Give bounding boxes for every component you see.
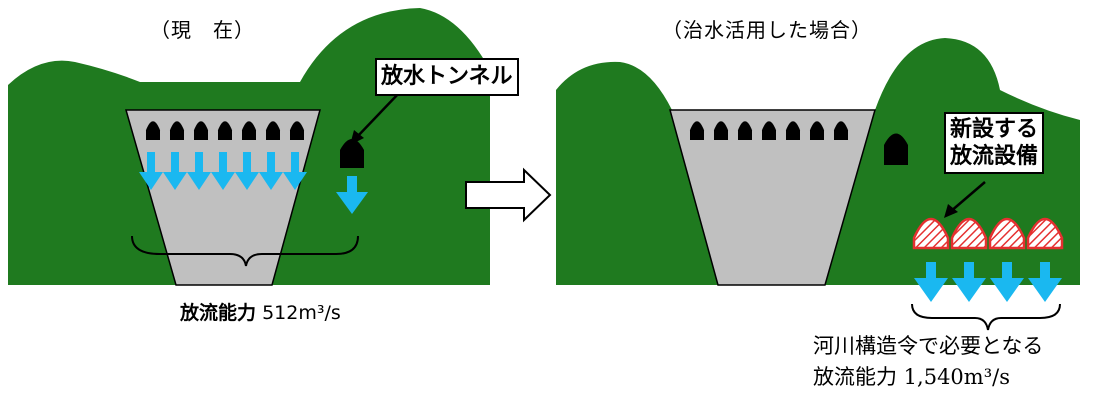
left-discharge-arrow <box>283 152 307 190</box>
new-discharge-gate <box>950 217 988 250</box>
required-line2: 放流能力 1,540m³/s <box>813 365 1010 389</box>
left-crest-outlet <box>242 121 256 140</box>
left-scene <box>8 8 490 286</box>
left-discharge-arrow <box>259 152 283 190</box>
right-crest-outlet <box>714 121 728 140</box>
right-crest-outlets <box>690 121 848 140</box>
left-discharge-arrow <box>211 152 235 190</box>
new-facility-label-line1: 新設する <box>950 117 1039 142</box>
new-facility-callout-line <box>949 181 986 213</box>
left-discharge-arrow <box>235 152 259 190</box>
right-capacity-brace <box>911 303 1061 331</box>
right-crest-outlet <box>762 121 776 140</box>
existing-tunnel-outlet <box>884 133 908 165</box>
right-crest-outlet <box>810 121 824 140</box>
left-crest-outlet <box>218 121 232 140</box>
left-discharge-arrow <box>139 152 163 190</box>
right-dam-body <box>669 109 876 286</box>
new-discharge-arrow <box>952 262 986 302</box>
right-scene <box>556 38 1080 331</box>
new-facility-label-line2: 放流設備 <box>950 144 1039 169</box>
required-capacity-text: 河川構造令で必要となる 放流能力 1,540m³/s <box>813 331 1043 393</box>
tunnel-discharge-arrow <box>336 176 368 214</box>
left-crest-outlet <box>266 121 280 140</box>
right-crest-outlet <box>834 121 848 140</box>
tunnel-callout-head <box>350 130 364 145</box>
left-capacity-label: 放流能力 <box>180 302 257 324</box>
new-discharge-arrow <box>914 262 948 302</box>
left-discharge-arrow <box>163 152 187 190</box>
tunnel-outlet <box>340 139 364 168</box>
left-crest-outlet <box>146 121 160 140</box>
left-discharge-arrow <box>187 152 211 190</box>
left-capacity-value: 512m³/s <box>262 302 341 324</box>
new-discharge-arrow <box>990 262 1024 302</box>
left-capacity-brace <box>131 235 359 267</box>
transition-arrow <box>465 167 552 223</box>
new-discharge-gate <box>988 217 1026 250</box>
new-facility-label: 新設する 放流設備 <box>944 112 1045 174</box>
left-crest-outlet <box>290 121 304 140</box>
tunnel-label: 放水トンネル <box>375 58 519 96</box>
left-discharge-arrows <box>139 152 307 190</box>
new-discharge-gate <box>1026 217 1064 250</box>
tunnel-arrow <box>336 176 368 214</box>
right-crest-outlet <box>738 121 752 140</box>
new-discharge-gate <box>912 217 950 250</box>
left-panel-title: （現 在） <box>150 18 255 42</box>
new-discharge-gates <box>912 217 1064 250</box>
required-line1: 河川構造令で必要となる <box>813 334 1044 358</box>
new-facility-callout-head <box>944 204 958 218</box>
left-crest-outlet <box>170 121 184 140</box>
tunnel-callout-line <box>355 91 401 139</box>
right-crest-outlet <box>690 121 704 140</box>
left-capacity-text: 放流能力 512m³/s <box>180 298 341 325</box>
left-crest-outlet <box>194 121 208 140</box>
left-crest-outlets <box>146 121 304 140</box>
right-panel-title: （治水活用した場合） <box>662 18 872 42</box>
new-discharge-arrow <box>1028 262 1062 302</box>
right-crest-outlet <box>786 121 800 140</box>
new-discharge-arrows <box>914 262 1062 302</box>
